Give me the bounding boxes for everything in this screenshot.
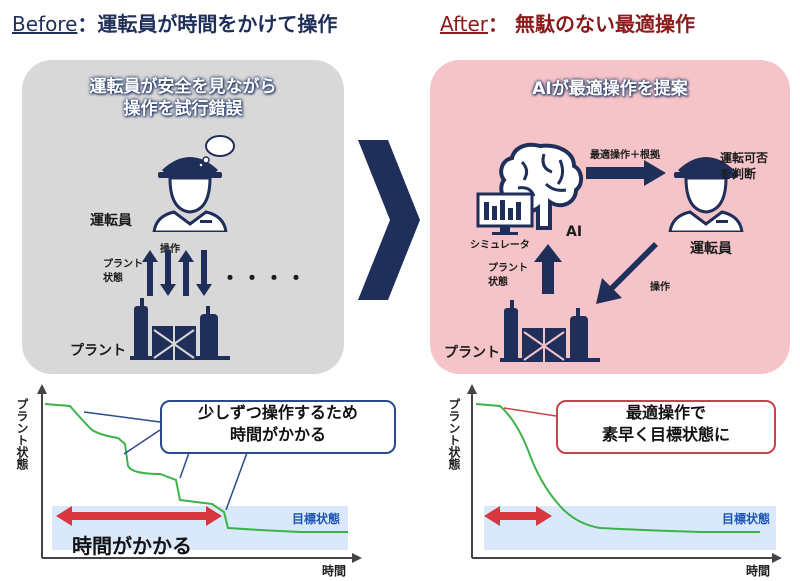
judge-label: 運転可否 を判断	[720, 150, 768, 182]
after-y-axis-arrow-icon	[467, 384, 477, 394]
before-plant-label: プラント	[70, 343, 126, 359]
before-operation-label: 操作	[160, 244, 180, 255]
after-operation-label: 操作	[650, 282, 670, 293]
before-plant-state-line	[44, 403, 348, 533]
before-title-line2: 操作を試行錯誤	[123, 99, 243, 119]
before-plant-state-line2: 状態	[103, 273, 123, 284]
after-panel-title: AIが最適操作を提案	[532, 79, 688, 99]
after-duration-arrow-icon	[484, 506, 552, 526]
after-callout: 最適操作で 素早く目標状態に	[556, 400, 776, 454]
before-header-text: ：運転員が時間をかけて操作	[77, 12, 338, 36]
after-ylabel: プラント状態	[447, 398, 461, 470]
up-down-arrows-icon	[142, 250, 212, 296]
before-y-axis-arrow-icon	[37, 384, 47, 394]
plant-state-arrow-icon	[534, 244, 562, 294]
before-duration-label: 時間がかかる	[72, 534, 192, 558]
before-callout: 少しずつ操作するため 時間がかかる	[160, 400, 396, 454]
proposal-arrow-icon	[586, 160, 666, 186]
after-plant-state-line2: 状態	[488, 277, 508, 288]
before-operator-label: 運転員	[90, 213, 132, 229]
before-title-line1: 運転員が安全を見ながら	[89, 77, 277, 97]
after-operator-label: 運転員	[690, 241, 732, 257]
operator-icon	[152, 157, 228, 232]
after-callout-line1: 最適操作で	[625, 403, 706, 422]
after-operator-icon	[668, 157, 744, 232]
before-ylabel: プラント状態	[15, 398, 29, 470]
ai-label: AI	[566, 224, 583, 240]
simulator-monitor-icon	[476, 192, 534, 235]
after-plant-state-line1: プラント	[488, 263, 528, 274]
before-callout-line2: 時間がかかる	[229, 425, 326, 444]
judge-line1: 運転可否	[720, 151, 769, 165]
before-callout-pointers	[83, 411, 249, 511]
before-header: Before：運転員が時間をかけて操作	[12, 8, 337, 37]
after-x-axis-arrow-icon	[772, 553, 782, 563]
before-plant-state-label: プラント 状態	[103, 258, 143, 286]
transition-arrow-icon	[358, 140, 420, 300]
before-panel-title: 運転員が安全を見ながら 操作を試行錯誤	[22, 76, 344, 120]
before-x-axis-arrow-icon	[352, 553, 362, 563]
after-target-label: 目標状態	[722, 512, 771, 526]
before-plant-state-line1: プラント	[103, 259, 143, 270]
after-callout-pointer	[503, 407, 557, 417]
after-chart	[467, 384, 782, 563]
simulator-label: シミュレータ	[470, 240, 530, 251]
operation-arrow-icon	[596, 242, 658, 304]
after-plant-label: プラント	[444, 345, 500, 361]
before-chart	[37, 384, 362, 563]
after-header: After： 無駄のない最適操作	[440, 8, 695, 37]
before-target-label: 目標状態	[292, 512, 341, 526]
plant-icon	[130, 298, 230, 360]
before-header-prefix: Before	[12, 12, 78, 36]
after-xlabel: 時間	[746, 564, 771, 578]
after-callout-line2: 素早く目標状態に	[601, 425, 730, 444]
after-plant-icon	[500, 300, 600, 362]
proposal-label: 最適操作＋根拠	[590, 150, 660, 161]
after-header-text: ： 無駄のない最適操作	[488, 12, 695, 36]
before-xlabel: 時間	[322, 564, 347, 578]
after-plant-state-label: プラント 状態	[488, 262, 528, 290]
after-header-prefix: After	[440, 12, 489, 36]
before-callout-line1: 少しずつ操作するため	[198, 403, 358, 422]
thought-bubble-icon	[198, 135, 235, 168]
before-dots: ・・・・	[220, 266, 308, 290]
judge-line2: を判断	[720, 167, 757, 181]
after-plant-state-line	[475, 403, 760, 533]
before-duration-arrow-icon	[56, 506, 222, 526]
